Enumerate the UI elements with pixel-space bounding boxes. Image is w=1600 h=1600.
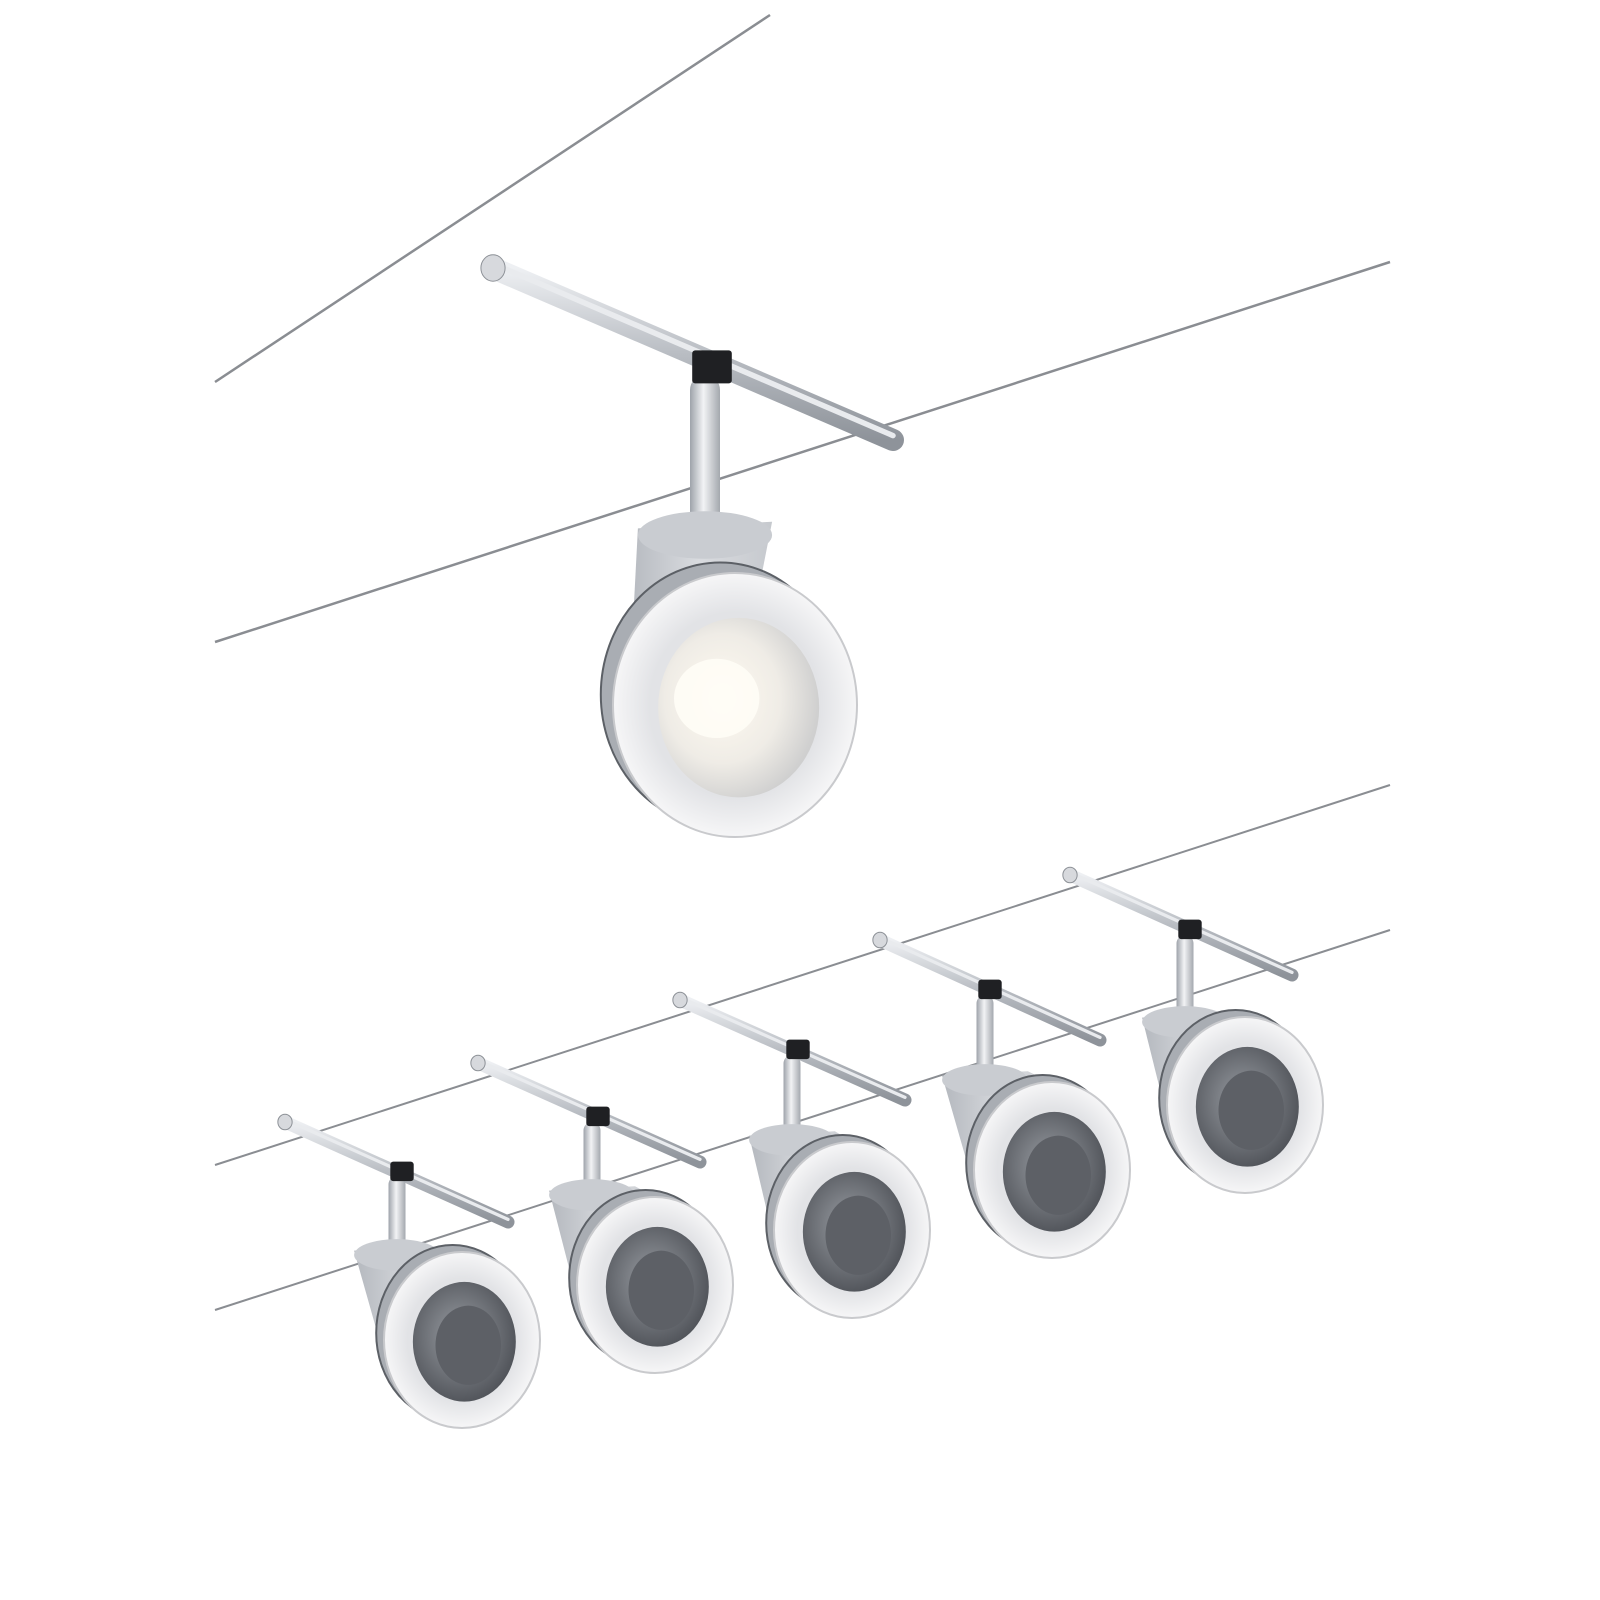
stem [976,995,994,1080]
spotlight-small [672,991,931,1319]
end-cap [872,931,888,949]
connector [786,1039,810,1060]
bulb-socket [1025,1135,1091,1215]
connector [1178,919,1202,940]
bulb-socket [1218,1070,1284,1150]
spotlight-small [872,931,1131,1259]
connector [586,1106,610,1127]
spotlight-small [1062,866,1324,1194]
spotlight-large [480,254,904,838]
cable-wire [214,13,771,384]
crossbar-highlight [490,260,896,439]
stem [583,1122,601,1195]
end-cap [480,254,506,282]
end-cap [1062,866,1078,884]
end-cap [277,1113,293,1131]
upper-cable-wires [214,13,1391,644]
bulb-socket [825,1195,891,1275]
connector [390,1161,414,1182]
connector [978,979,1002,1000]
cable-wire [214,260,1391,644]
spotlight-small [277,1113,541,1429]
spotlight-small [470,1054,734,1374]
bulb-socket [435,1305,501,1385]
stem [690,375,720,535]
connector [692,350,732,384]
stem [783,1055,801,1140]
end-cap [672,991,688,1009]
bulb-light [674,658,760,739]
stem [1176,935,1194,1022]
end-cap [470,1054,486,1072]
lamp-body-top [637,511,773,559]
stem [388,1176,406,1255]
cable-wire [214,784,1391,1166]
fixtures [277,254,1324,1429]
bulb-socket [628,1250,694,1330]
